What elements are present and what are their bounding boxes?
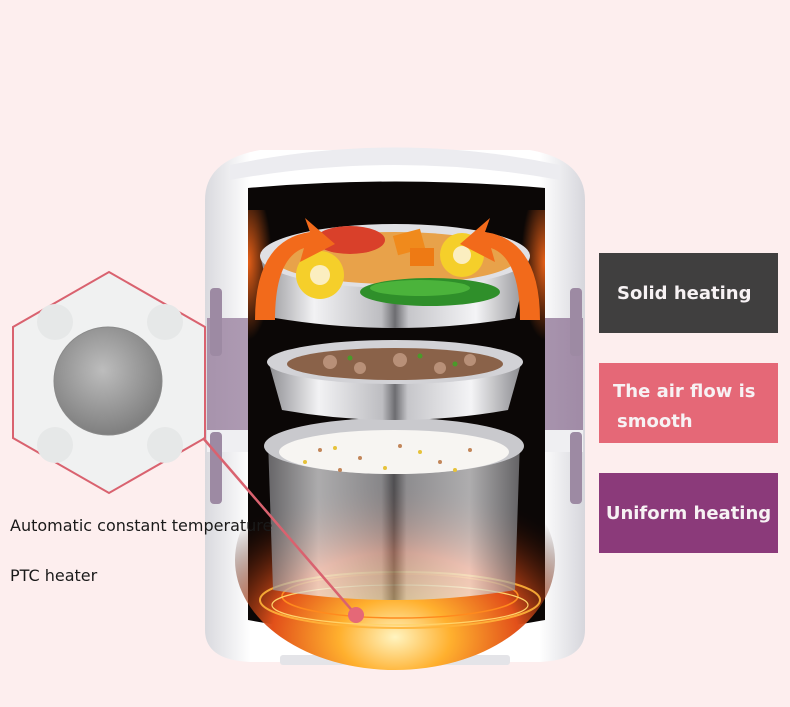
air-flow-text-line2: smooth bbox=[617, 411, 693, 432]
uniform-heating-label: Uniform heating bbox=[599, 473, 778, 553]
air-flow-label: The air flow is smooth bbox=[599, 363, 778, 443]
solid-heating-text: Solid heating bbox=[617, 282, 752, 304]
ptc-heater-caption: PTC heater bbox=[10, 566, 98, 585]
auto-temp-caption: Automatic constant temperature bbox=[10, 516, 273, 535]
solid-heating-label: Solid heating bbox=[599, 253, 778, 333]
air-flow-text-line1: The air flow is bbox=[613, 381, 756, 402]
uniform-heating-text: Uniform heating bbox=[605, 502, 772, 524]
